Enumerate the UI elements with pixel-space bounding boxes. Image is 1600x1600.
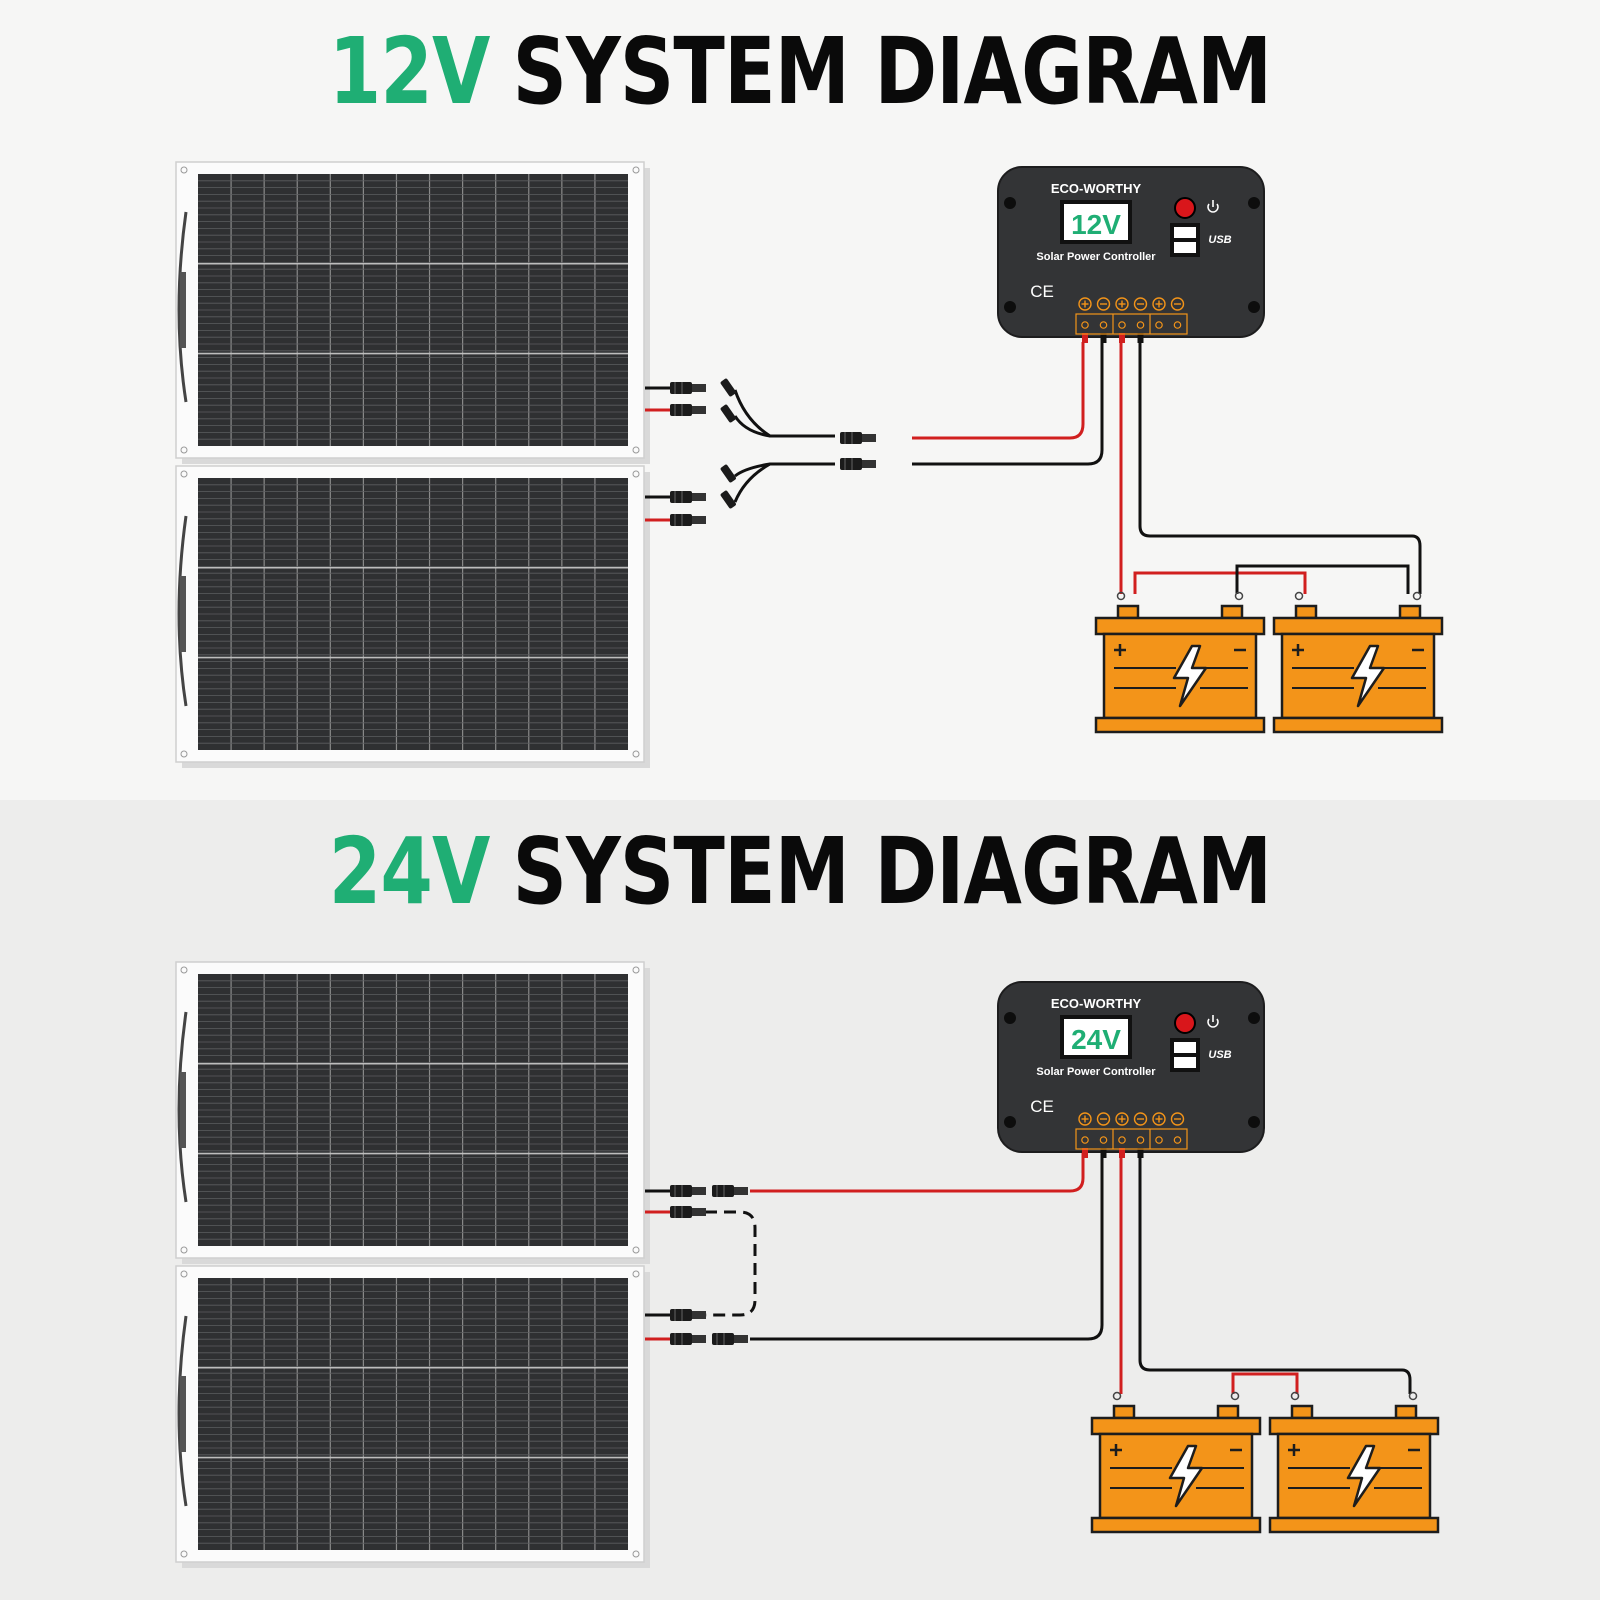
wires	[645, 1140, 1412, 1394]
power-button[interactable]	[1174, 1012, 1196, 1034]
display-voltage: 24V	[1071, 1024, 1121, 1055]
wiring-diagram-12v: ECO-WORTHY 12V Solar Power Controller US…	[175, 161, 1444, 768]
solar-panels	[175, 961, 650, 1568]
solar-panels	[175, 161, 650, 768]
wire-pv-positive	[912, 342, 1085, 440]
mc4-connector-icon	[670, 1185, 706, 1197]
usb-icon: USB	[1208, 234, 1231, 246]
mc4-connector-icon	[712, 1185, 748, 1197]
mc4-connector-icon	[670, 1309, 706, 1321]
mc4-connector-icon	[670, 491, 706, 503]
controller-display	[1064, 204, 1128, 240]
controller-brand: ECO-WORTHY	[1051, 996, 1142, 1011]
power-icon	[1207, 1015, 1219, 1028]
y-branch-connector-icon	[720, 490, 736, 509]
y-branch-connector-icon	[720, 404, 736, 423]
power-icon	[1207, 200, 1219, 213]
usb-ports[interactable]	[1170, 223, 1200, 257]
mc4-connectors	[670, 378, 876, 526]
controller-display	[1064, 1019, 1128, 1055]
lightning-bolt-icon	[1346, 1444, 1382, 1508]
y-branch-bot-a	[734, 462, 835, 478]
battery-icon	[1272, 591, 1444, 734]
mc4-connector-icon	[670, 1333, 706, 1345]
title-text: SYSTEM DIAGRAM	[512, 18, 1273, 125]
charge-controller: ECO-WORTHY 12V Solar Power Controller US…	[997, 166, 1265, 343]
parallel-negative-link	[1235, 564, 1410, 594]
terminal-block	[1075, 1112, 1188, 1158]
controller-brand: ECO-WORTHY	[1051, 181, 1142, 196]
controller-label: Solar Power Controller	[1036, 251, 1156, 263]
solar-panel-icon	[175, 1265, 650, 1568]
usb-ports[interactable]	[1170, 1038, 1200, 1072]
parallel-positive-link	[1133, 571, 1307, 594]
mc4-connectors	[670, 1185, 748, 1345]
charge-controller: ECO-WORTHY 24V Solar Power Controller US…	[997, 981, 1265, 1158]
lightning-bolt-icon	[1172, 644, 1208, 708]
controller-label: Solar Power Controller	[1036, 1066, 1156, 1078]
wire-bat-negative	[1138, 342, 1422, 594]
lightning-bolt-icon	[1168, 1444, 1204, 1508]
y-branch-connector-icon	[720, 464, 736, 483]
series-link	[705, 1210, 757, 1317]
wires	[645, 342, 1422, 594]
usb-icon: USB	[1208, 1049, 1231, 1061]
wire-pv-positive	[750, 1140, 1085, 1193]
mc4-connector-icon	[670, 1206, 706, 1218]
terminal-block	[1075, 297, 1188, 343]
y-branch-bot-b	[733, 462, 771, 503]
mc4-connector-icon	[712, 1333, 748, 1345]
mc4-connector-icon	[840, 458, 876, 470]
wire-pv-negative	[912, 342, 1104, 466]
wire-bat-negative	[1138, 1140, 1412, 1394]
battery-icon	[1094, 591, 1266, 734]
solar-panel-icon	[175, 465, 650, 768]
title-text: SYSTEM DIAGRAM	[512, 818, 1273, 925]
mc4-connector-icon	[670, 514, 706, 526]
battery-icon	[1268, 1391, 1440, 1534]
title-voltage: 24V	[328, 818, 491, 925]
display-voltage: 12V	[1071, 209, 1121, 240]
lightning-bolt-icon	[1350, 644, 1386, 708]
ce-mark: CE	[1030, 282, 1054, 301]
solar-panel-icon	[175, 161, 650, 464]
power-button[interactable]	[1174, 197, 1196, 219]
battery-icon	[1090, 1391, 1262, 1534]
wire-pv-negative	[750, 1140, 1104, 1341]
series-battery-link	[1231, 1372, 1299, 1394]
title-voltage: 12V	[328, 18, 491, 125]
solar-panel-icon	[175, 961, 650, 1264]
mc4-connector-icon	[670, 382, 706, 394]
y-branch-top-b	[733, 415, 771, 438]
mc4-connector-icon	[840, 432, 876, 444]
y-branch-connector-icon	[720, 378, 736, 397]
mc4-connector-icon	[670, 404, 706, 416]
ce-mark: CE	[1030, 1097, 1054, 1116]
wiring-diagram-24v: ECO-WORTHY 24V Solar Power Controller US…	[175, 961, 1440, 1568]
